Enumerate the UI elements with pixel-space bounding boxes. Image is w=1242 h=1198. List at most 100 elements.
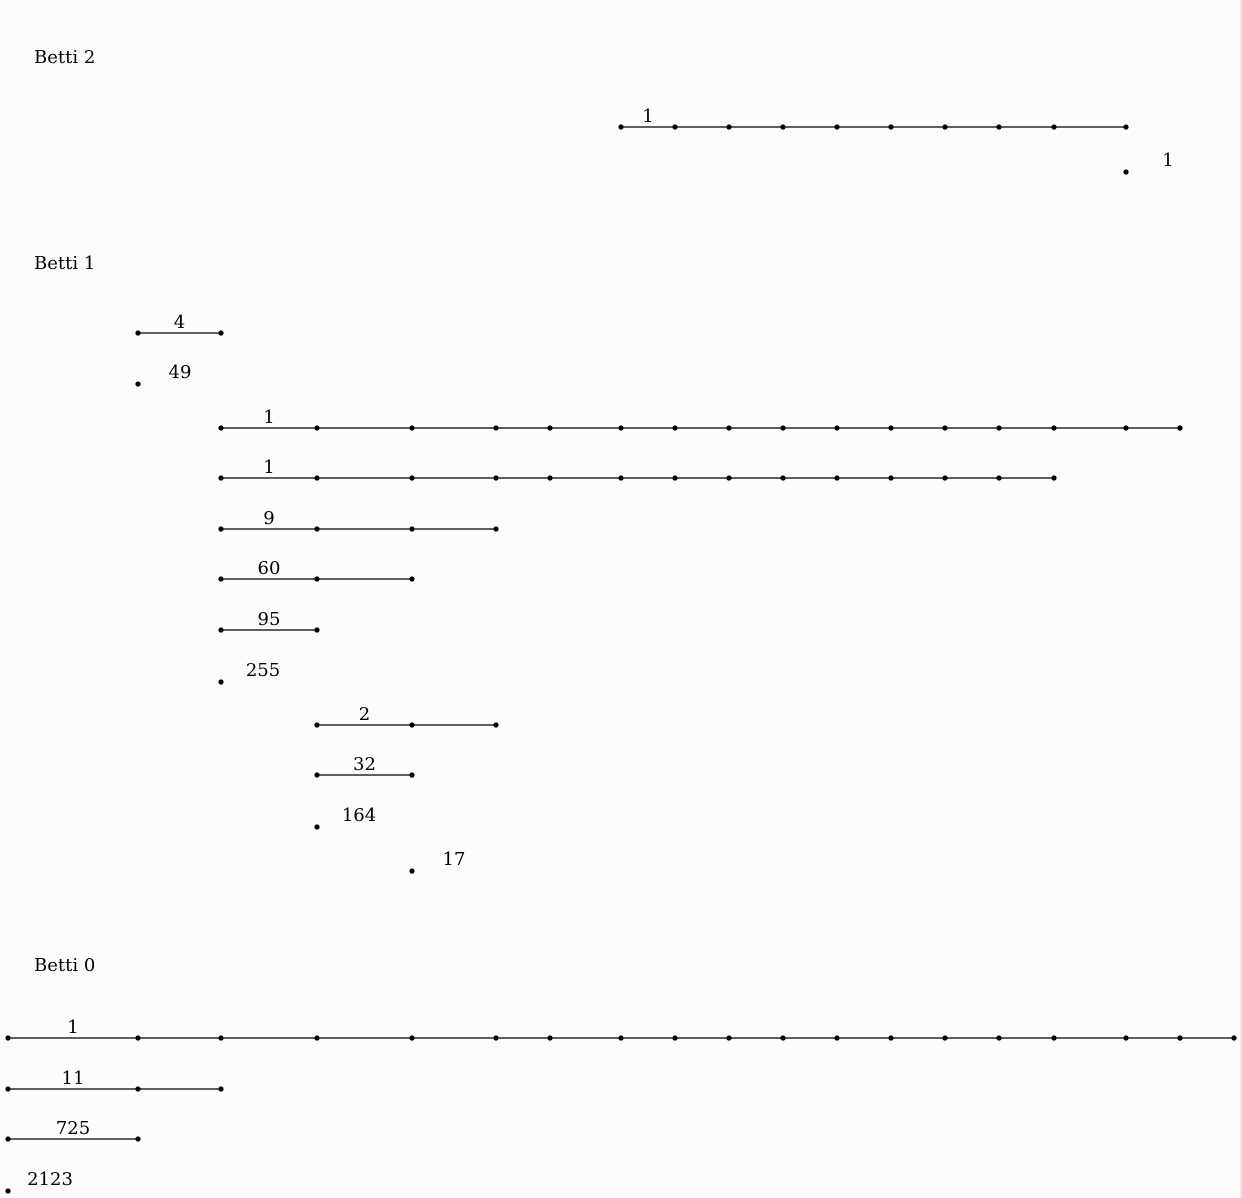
- bar-tick-dot: [672, 124, 678, 130]
- bar-tick-dot: [1123, 124, 1129, 130]
- bar-tick-dot: [996, 475, 1002, 481]
- bar-tick-dot: [218, 1035, 224, 1041]
- bar-tick-dot: [493, 722, 499, 728]
- bar-tick-dot: [409, 1035, 415, 1041]
- bar-tick-dot: [942, 425, 948, 431]
- bar-tick-dot: [5, 1086, 11, 1092]
- bar-multiplicity-label: 1: [263, 407, 274, 428]
- bar-tick-dot: [834, 425, 840, 431]
- bar-tick-dot: [409, 868, 415, 874]
- bar-tick-dot: [888, 1035, 894, 1041]
- bar-multiplicity-label: 1: [263, 457, 274, 478]
- bar-tick-dot: [942, 475, 948, 481]
- bar-multiplicity-label: 11: [62, 1068, 85, 1089]
- bar-tick-dot: [135, 330, 141, 336]
- bar-tick-dot: [996, 1035, 1002, 1041]
- bar-tick-dot: [135, 1035, 141, 1041]
- bar-multiplicity-label: 4: [174, 312, 185, 333]
- bar-tick-dot: [888, 475, 894, 481]
- bar-tick-dot: [726, 475, 732, 481]
- bar-tick-dot: [218, 526, 224, 532]
- bar-tick-dot: [672, 475, 678, 481]
- bar-tick-dot: [942, 1035, 948, 1041]
- bar-tick-dot: [780, 124, 786, 130]
- bar-tick-dot: [5, 1035, 11, 1041]
- bar-tick-dot: [5, 1188, 11, 1194]
- bar-multiplicity-label: 32: [353, 754, 376, 775]
- bar-tick-dot: [314, 526, 320, 532]
- bar-tick-dot: [135, 381, 141, 387]
- bar-tick-dot: [1123, 425, 1129, 431]
- bar-tick-dot: [314, 576, 320, 582]
- bar-tick-dot: [314, 475, 320, 481]
- bar-tick-dot: [218, 330, 224, 336]
- betti-group-label: Betti 2: [34, 47, 95, 68]
- bar-multiplicity-label: 1: [642, 106, 653, 127]
- right-edge-divider: [1240, 0, 1242, 1198]
- bar-tick-dot: [5, 1136, 11, 1142]
- bar-tick-dot: [493, 1035, 499, 1041]
- bar-tick-dot: [409, 425, 415, 431]
- bar-multiplicity-label: 164: [342, 805, 376, 826]
- bar-tick-dot: [493, 526, 499, 532]
- bar-tick-dot: [1177, 1035, 1183, 1041]
- betti-group-label: Betti 0: [34, 955, 95, 976]
- bar-tick-dot: [618, 475, 624, 481]
- bar-tick-dot: [618, 1035, 624, 1041]
- bar-tick-dot: [493, 425, 499, 431]
- bar-multiplicity-label: 1: [1162, 150, 1173, 171]
- bar-tick-dot: [409, 576, 415, 582]
- bar-tick-dot: [314, 772, 320, 778]
- bar-tick-dot: [672, 425, 678, 431]
- bar-tick-dot: [218, 627, 224, 633]
- bar-tick-dot: [1051, 475, 1057, 481]
- bar-tick-dot: [218, 679, 224, 685]
- bar-multiplicity-label: 9: [263, 508, 274, 529]
- bar-multiplicity-label: 2123: [27, 1169, 73, 1190]
- bar-tick-dot: [547, 425, 553, 431]
- bar-tick-dot: [314, 1035, 320, 1041]
- bar-tick-dot: [1051, 124, 1057, 130]
- bar-tick-dot: [834, 1035, 840, 1041]
- bar-tick-dot: [1051, 425, 1057, 431]
- bar-multiplicity-label: 49: [169, 362, 192, 383]
- bar-tick-dot: [996, 124, 1002, 130]
- bar-multiplicity-label: 1: [67, 1017, 78, 1038]
- bar-tick-dot: [942, 124, 948, 130]
- bar-tick-dot: [218, 425, 224, 431]
- bar-tick-dot: [314, 627, 320, 633]
- bar-tick-dot: [547, 475, 553, 481]
- bar-tick-dot: [218, 475, 224, 481]
- bar-tick-dot: [1123, 169, 1129, 175]
- bar-tick-dot: [409, 526, 415, 532]
- bar-multiplicity-label: 60: [258, 558, 281, 579]
- bar-tick-dot: [1177, 425, 1183, 431]
- bar-tick-dot: [834, 475, 840, 481]
- bar-tick-dot: [834, 124, 840, 130]
- bar-multiplicity-label: 17: [443, 849, 466, 870]
- bar-tick-dot: [314, 425, 320, 431]
- bar-tick-dot: [135, 1136, 141, 1142]
- bar-tick-dot: [780, 475, 786, 481]
- bar-tick-dot: [780, 425, 786, 431]
- bar-tick-dot: [218, 1086, 224, 1092]
- bar-multiplicity-label: 725: [56, 1118, 90, 1139]
- bar-tick-dot: [1231, 1035, 1237, 1041]
- bar-tick-dot: [888, 124, 894, 130]
- bar-tick-dot: [218, 576, 224, 582]
- bar-tick-dot: [547, 1035, 553, 1041]
- bar-tick-dot: [314, 722, 320, 728]
- betti-group-label: Betti 1: [34, 253, 95, 274]
- bar-tick-dot: [726, 124, 732, 130]
- bar-tick-dot: [726, 1035, 732, 1041]
- bar-tick-dot: [888, 425, 894, 431]
- bar-tick-dot: [780, 1035, 786, 1041]
- bar-multiplicity-label: 2: [359, 704, 370, 725]
- bar-tick-dot: [1051, 1035, 1057, 1041]
- bar-tick-dot: [726, 425, 732, 431]
- bar-multiplicity-label: 255: [246, 660, 280, 681]
- bar-tick-dot: [1123, 1035, 1129, 1041]
- bar-tick-dot: [314, 824, 320, 830]
